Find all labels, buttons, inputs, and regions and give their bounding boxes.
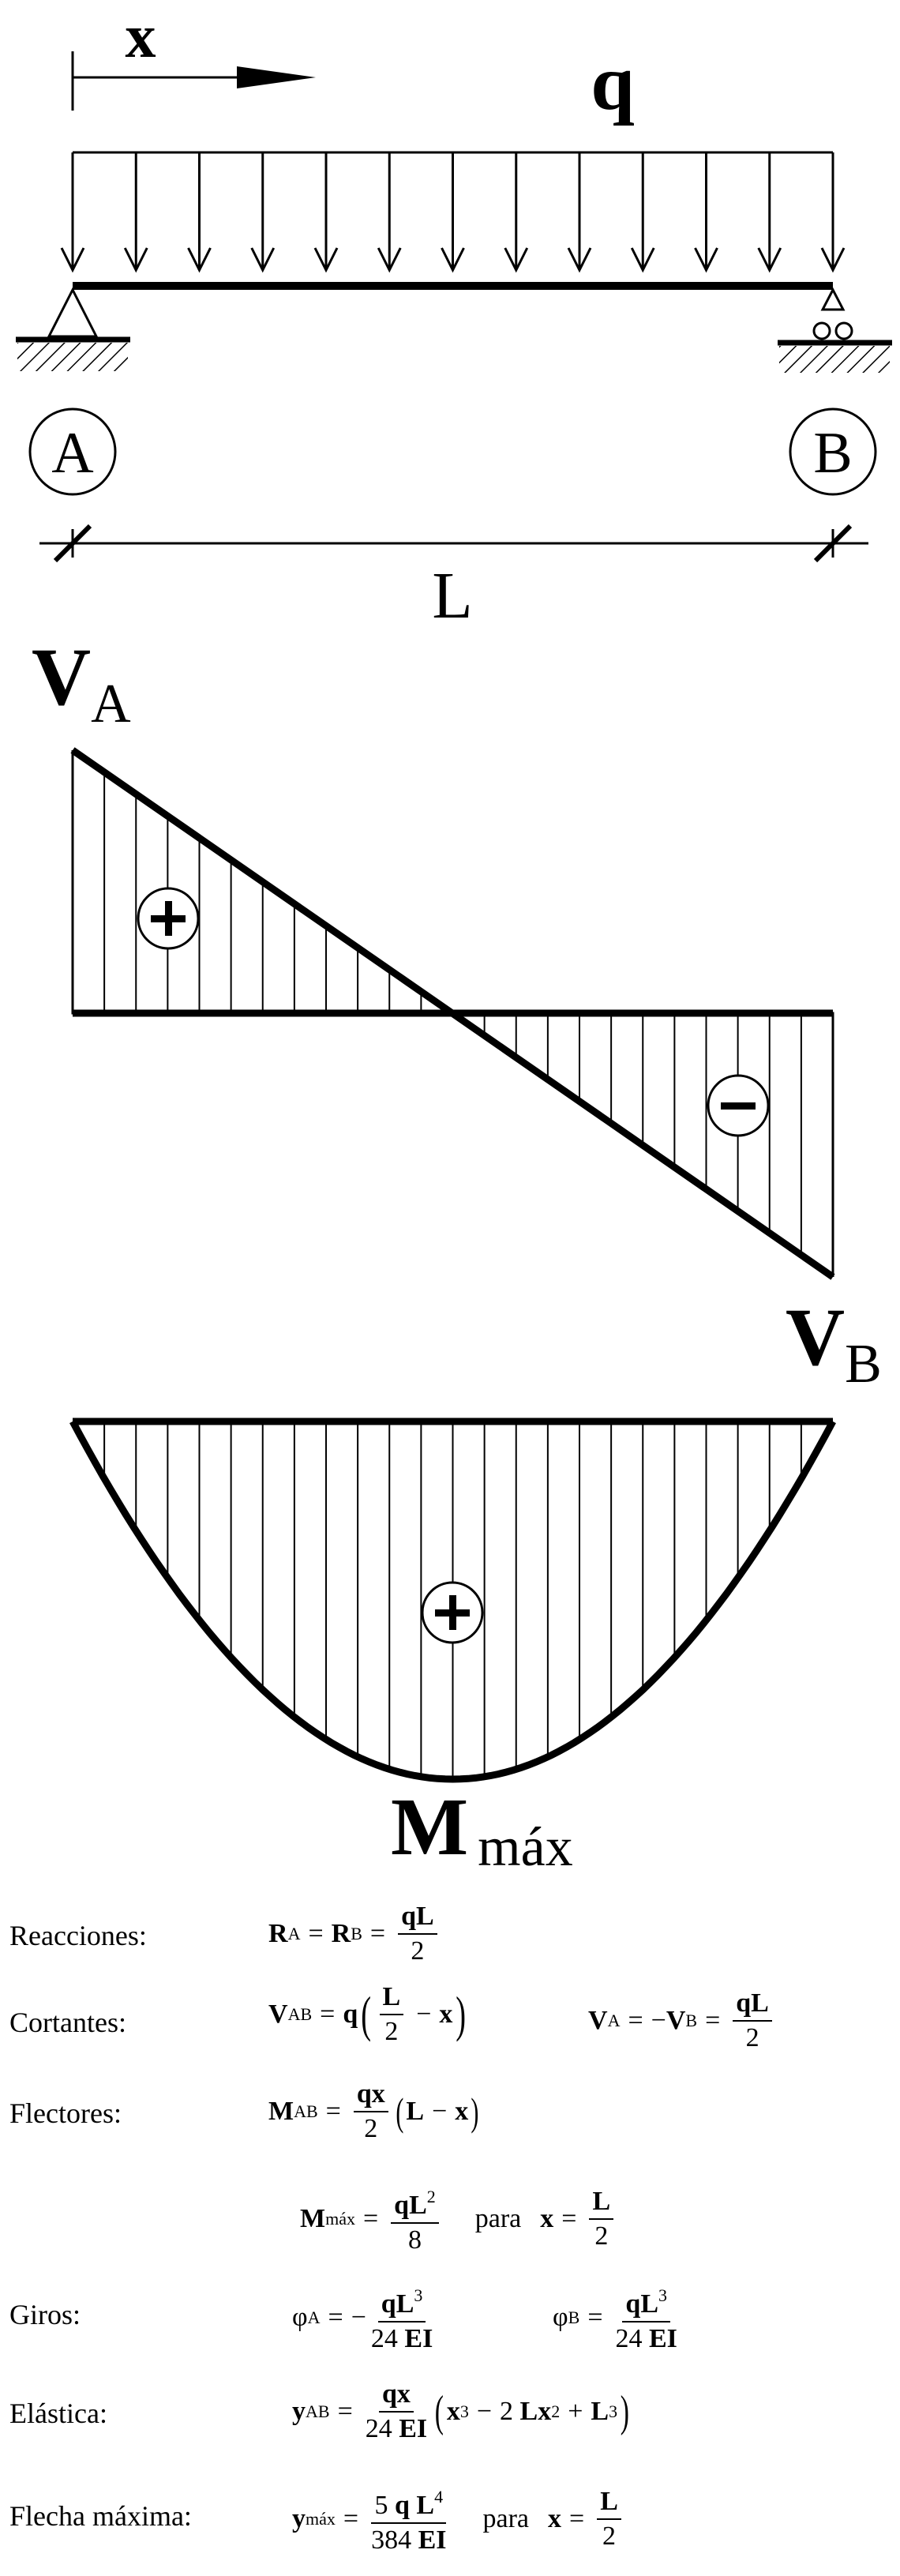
moment-label: Flectores: — [9, 2097, 122, 2129]
roller-support-b — [778, 287, 892, 373]
pin-support-a — [16, 287, 130, 371]
distributed-load — [60, 151, 846, 273]
support-b-label: B — [813, 421, 852, 486]
moment-diagram — [69, 1418, 836, 1783]
positive-moment-sign — [421, 1581, 484, 1644]
positive-shear-sign — [137, 887, 200, 950]
shear-label: Cortantes: — [9, 2007, 126, 2038]
rotations-label: Giros: — [9, 2299, 81, 2330]
max-deflection-label: Flecha máxima: — [9, 2500, 192, 2532]
support-a-circle — [28, 407, 117, 496]
support-a-label: A — [51, 421, 93, 486]
span-label: L — [432, 559, 472, 633]
shear-diagram — [70, 747, 835, 1280]
beam-diagram: x q A B L VA VB — [16, 2, 892, 1878]
negative-shear-sign — [707, 1074, 770, 1137]
load-q-label: q — [591, 39, 635, 126]
elastic-label: Elástica: — [9, 2398, 107, 2429]
vb-label: VB — [786, 1292, 882, 1395]
x-label: x — [126, 2, 156, 70]
support-b-circle — [789, 407, 877, 496]
span-dimension — [39, 524, 868, 563]
reactions-label: Reacciones: — [9, 1920, 147, 1951]
va-label: VA — [32, 632, 131, 734]
x-direction-arrow — [71, 51, 316, 111]
